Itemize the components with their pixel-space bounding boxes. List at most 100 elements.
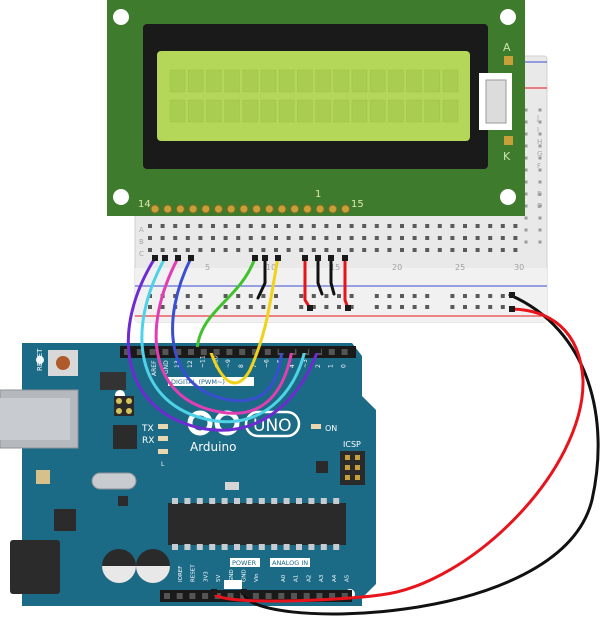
wire-magenta[interactable]: [154, 256, 294, 415]
wire-blue[interactable]: [171, 256, 284, 403]
lcd-character-cell: [315, 69, 331, 93]
chip-pin: [184, 544, 191, 550]
breadboard-hole: [248, 248, 253, 252]
wire-5v-rail[interactable]: [212, 307, 585, 603]
tx-led: [158, 424, 168, 429]
fuse: [36, 470, 50, 484]
breadboard-hole: [387, 224, 392, 228]
lcd-header-pin: [277, 204, 287, 214]
wire-purple[interactable]: [126, 256, 320, 432]
lcd-character-cell: [351, 69, 368, 93]
rail-hole: [500, 305, 505, 309]
digital-pin-label: 4: [289, 364, 296, 368]
reset-button[interactable]: [56, 356, 70, 370]
breadboard-hole: [223, 224, 228, 228]
chip-pin: [258, 498, 265, 504]
wire-yellow[interactable]: [208, 256, 280, 385]
lcd-character-cell: [442, 69, 459, 93]
digital-pin-label: 1: [328, 364, 335, 368]
jumper-black[interactable]: [316, 256, 324, 296]
breadboard-hole: [437, 224, 442, 228]
lcd-header-pin: [252, 204, 262, 214]
lcd-character-cells: [169, 69, 459, 123]
usb-chip: [113, 425, 137, 449]
digital-pin-label: 12: [187, 360, 194, 368]
rail-hole: [374, 305, 379, 309]
usb-connector-face: [0, 398, 70, 440]
lcd-backlight-led: [485, 79, 507, 124]
wire-end: [289, 347, 295, 353]
lcd-header-pin: [214, 204, 223, 214]
jumper-black[interactable]: [256, 256, 267, 300]
power-banner-bg: [230, 558, 260, 567]
breadboard-hole: [362, 224, 367, 228]
rail-hole: [488, 294, 493, 298]
breadboard-hole: [337, 248, 341, 252]
lcd-module: A K 14 1 15: [107, 0, 525, 216]
row-letter-d: D: [537, 202, 542, 210]
lcd-character-cell: [206, 69, 222, 93]
header-hole: [341, 349, 348, 355]
breadboard-hole: [362, 236, 367, 240]
lcd-pin-label-15: 15: [351, 199, 364, 210]
wire-end: [342, 255, 348, 261]
wire-cyan[interactable]: [140, 256, 307, 424]
gnd-top-label: GND: [163, 360, 170, 374]
wire-end: [315, 347, 321, 353]
lcd-pin-label-14: 14: [138, 199, 151, 210]
breadboard-hole: [185, 236, 190, 240]
breadboard-hole: [463, 224, 467, 228]
icsp-header: [340, 451, 365, 485]
lcd-header-pin: [239, 204, 249, 214]
power-analog-header-pins: [164, 593, 348, 599]
rail-hole: [374, 294, 379, 298]
wire-end: [302, 255, 308, 261]
breadboard-hole: [524, 216, 528, 220]
chip-pin: [296, 498, 302, 504]
rail-hole: [185, 294, 190, 298]
breadboard-hole: [299, 248, 304, 252]
chip-pin: [172, 498, 178, 504]
chip-pin: [333, 544, 340, 550]
breadboard-hole: [148, 248, 152, 252]
breadboard-hole: [160, 236, 165, 240]
breadboard-hole: [261, 248, 266, 252]
breadboard-hole: [488, 236, 493, 240]
wire-end: [241, 589, 247, 595]
wire-gnd-rail[interactable]: [242, 293, 600, 616]
row-letter-j: J: [536, 114, 539, 122]
lcd-character-cell: [278, 99, 295, 123]
chip-pin: [320, 544, 327, 550]
breadboard-hole: [450, 236, 455, 240]
column-number-30: 30: [514, 263, 524, 272]
breadboard-hole: [538, 216, 542, 220]
jumper-black[interactable]: [329, 256, 336, 296]
column-number-20: 20: [392, 263, 402, 272]
power-pin-label: GND: [229, 569, 235, 582]
wire-green[interactable]: [195, 256, 257, 352]
breadboard-hole: [538, 228, 542, 232]
lcd-mount-hole: [113, 189, 129, 205]
lcd-character-cell: [187, 99, 204, 123]
header-hole: [252, 349, 258, 355]
power-pin-label: GND: [242, 569, 248, 582]
capacitor-band: [102, 566, 136, 583]
breadboard-hole: [198, 224, 203, 228]
chip-pin: [246, 544, 253, 550]
breadboard-hole: [274, 236, 278, 240]
rail-hole: [299, 305, 304, 309]
lcd-character-cell: [388, 99, 404, 123]
rx-led: [158, 436, 168, 441]
wire-end: [307, 305, 313, 311]
rail-hole: [387, 294, 392, 298]
breadboard-hole: [198, 248, 203, 252]
rail-hole: [223, 305, 228, 309]
power-pin-label: IOREF: [178, 566, 184, 582]
lcd-header-pin: [150, 204, 160, 214]
lcd-character-cell: [333, 69, 350, 93]
chip-pin: [234, 544, 240, 550]
rail-hole: [412, 294, 417, 298]
breadboard-hole: [185, 224, 190, 228]
lcd-character-cell: [224, 99, 240, 123]
